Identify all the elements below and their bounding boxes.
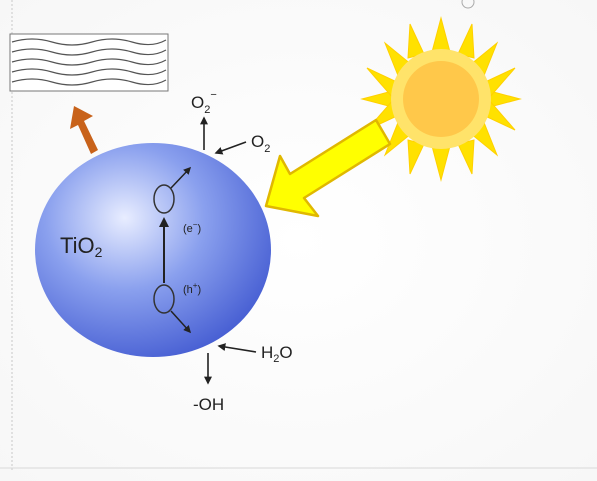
charge-pathway (153, 166, 192, 334)
heat-arrow (70, 106, 98, 154)
handle-icon (461, 0, 475, 9)
sun-icon (360, 16, 522, 182)
o2-reactant-arrow (214, 141, 247, 155)
tio2-particle (35, 143, 271, 357)
electron-out-arrow (170, 166, 192, 189)
hole-out-arrow (170, 310, 192, 334)
electron-circle (153, 184, 175, 214)
light-arrow (264, 118, 392, 218)
hydroxyl-label: -OH (193, 395, 224, 414)
o2-label: O2 (251, 132, 270, 155)
hole-label: (h+) (183, 281, 201, 296)
o2-radical-label: O2− (191, 89, 217, 116)
hole-circle (153, 284, 175, 314)
h2o-arrow (217, 343, 257, 353)
electron-label: (e−) (183, 220, 201, 235)
h2o-label: H2O (261, 343, 293, 365)
tio2-label: TiO2 (60, 233, 103, 260)
wave-lines-box (9, 33, 169, 92)
